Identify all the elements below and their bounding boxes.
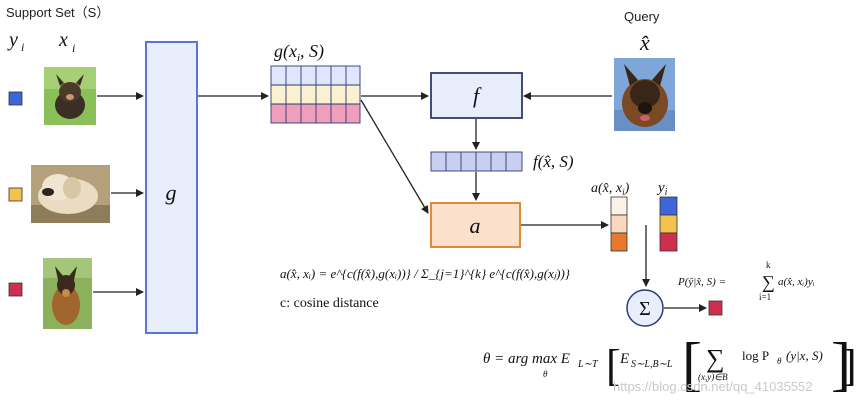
svg-text:]: ] bbox=[842, 341, 857, 390]
sum-symbol: Σ bbox=[639, 298, 651, 320]
attention-formula: a(x̂, xᵢ) = e^{c(f(x̂),g(xᵢ))} / Σ_{j=1}… bbox=[280, 266, 571, 281]
class-label-yellow bbox=[8, 187, 23, 202]
svg-text:a(x̂, xᵢ)yᵢ: a(x̂, xᵢ)yᵢ bbox=[778, 276, 815, 288]
labels-vector bbox=[659, 196, 678, 252]
attention-a-box bbox=[430, 202, 521, 248]
svg-text:∑: ∑ bbox=[762, 272, 775, 292]
query-label: x̂ bbox=[639, 30, 650, 55]
prediction-formula: P(ŷ|x̂, S) = ∑ k i=1 a(x̂, xᵢ)yᵢ bbox=[677, 260, 815, 302]
support-set-title: Support Set（S） bbox=[6, 5, 109, 20]
g-embedding-label: g(xi, S) bbox=[274, 41, 324, 64]
svg-text:θ: θ bbox=[777, 356, 782, 366]
attention-vector-label: a(x̂, xi) bbox=[591, 181, 630, 197]
query-image-german-shepherd bbox=[614, 58, 675, 131]
sum-node bbox=[626, 289, 664, 327]
svg-text:(y|x, S): (y|x, S) bbox=[786, 348, 823, 363]
attention-a-label: a bbox=[470, 213, 481, 238]
svg-text:[: [ bbox=[606, 341, 621, 390]
svg-text:θ: θ bbox=[543, 369, 548, 379]
svg-text:log P: log P bbox=[742, 348, 769, 363]
svg-text:L∼T: L∼T bbox=[577, 359, 599, 370]
svg-text:i=1: i=1 bbox=[759, 292, 771, 302]
label-x-sub: i bbox=[72, 41, 75, 55]
support-image-german-shepherd bbox=[43, 258, 92, 329]
svg-text:k: k bbox=[766, 260, 771, 270]
encoder-f-label: f bbox=[473, 83, 482, 108]
g-embedding-matrix bbox=[270, 65, 361, 124]
label-y-sub: i bbox=[21, 40, 24, 54]
f-embedding-label: f(x̂, S) bbox=[533, 152, 574, 171]
attention-vector bbox=[610, 196, 628, 252]
f-embedding-vector bbox=[430, 151, 523, 172]
class-label-blue bbox=[8, 91, 23, 106]
support-image-small-dog bbox=[44, 67, 96, 125]
labels-vector-label: yi bbox=[656, 180, 668, 198]
svg-text:P(ŷ|x̂, S) =: P(ŷ|x̂, S) = bbox=[677, 276, 726, 288]
svg-text:(x,y)∈B: (x,y)∈B bbox=[698, 372, 728, 382]
svg-text:∑: ∑ bbox=[706, 344, 725, 373]
objective-formula: θ = arg max E L∼T θ [ E S∼L,B∼L [ ∑ (x,y… bbox=[483, 331, 857, 397]
label-y: y bbox=[7, 29, 18, 51]
svg-text:]: ] bbox=[831, 331, 851, 397]
encoder-g-box bbox=[145, 41, 198, 334]
encoder-g-label: g bbox=[166, 180, 177, 205]
arrow-embeddings-to-a bbox=[360, 99, 429, 214]
label-x: x bbox=[58, 29, 68, 51]
svg-text:θ = arg max E: θ = arg max E bbox=[483, 351, 570, 367]
encoder-f-box bbox=[430, 72, 523, 119]
svg-text:S∼L,B∼L: S∼L,B∼L bbox=[631, 359, 673, 370]
query-title: Query bbox=[624, 9, 660, 24]
cosine-distance-label: c: cosine distance bbox=[280, 296, 379, 311]
output-label-square bbox=[708, 300, 723, 316]
watermark: https://blog.csdn.net/qq_41035552 bbox=[613, 379, 813, 394]
svg-text:E: E bbox=[619, 351, 629, 367]
support-image-labrador bbox=[31, 165, 110, 223]
svg-text:[: [ bbox=[682, 331, 702, 397]
class-label-red bbox=[8, 282, 23, 297]
